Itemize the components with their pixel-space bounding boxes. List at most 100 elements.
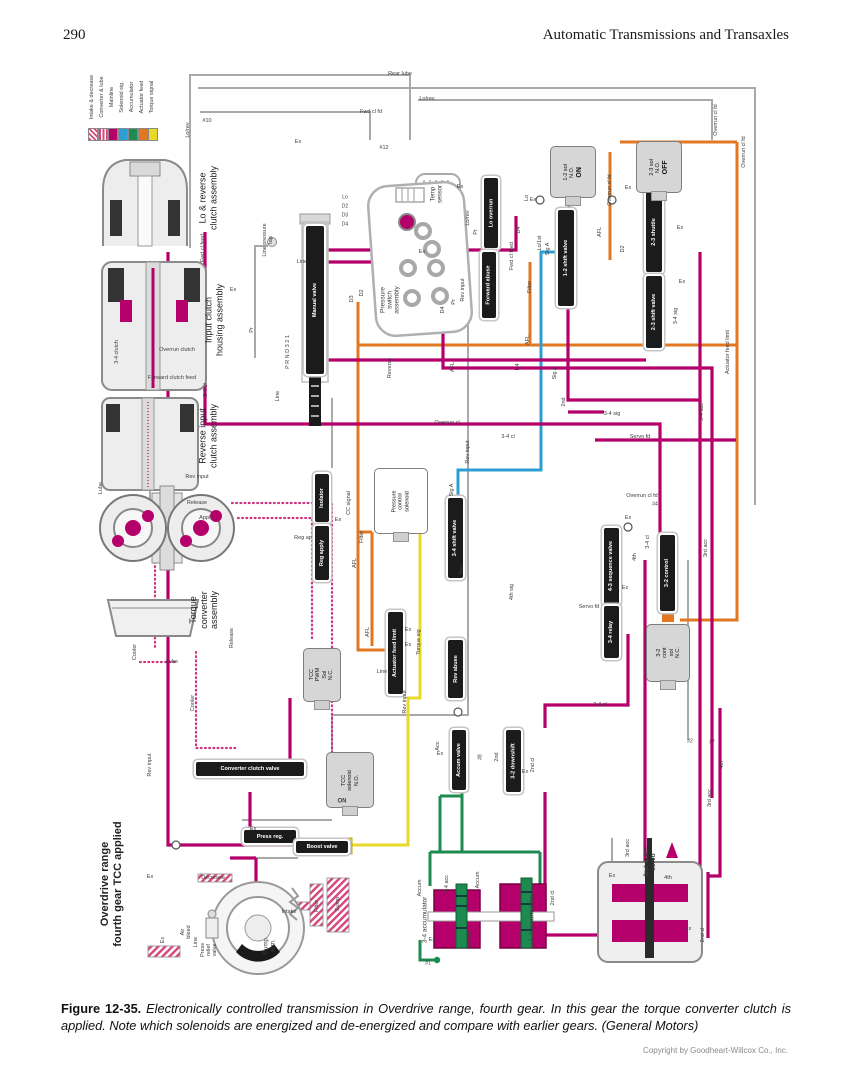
pipe-label: 3-4 cl [501, 433, 515, 440]
pipe-label: Ex [294, 138, 302, 145]
pipe-label: Lo/1st [536, 235, 543, 251]
pipe-label: Ex [529, 196, 537, 203]
pipe-label: #4 [652, 501, 658, 508]
pipe-label: Ex [229, 286, 237, 293]
pipe-label: Overrun cl [434, 419, 460, 426]
pipe-label: Ex [249, 825, 257, 832]
pipe-label: Overrun clutch [159, 346, 195, 353]
pipe-label: Press relief valve [199, 942, 219, 958]
valve-label: Converter clutch valve [220, 766, 280, 772]
pipe-label: Filter [313, 899, 320, 913]
pipe-label: 3-4 cl [644, 535, 651, 549]
pipe-label: Rev [458, 565, 465, 575]
pipe-label: Rev input [459, 278, 466, 302]
valve-label: Actuator feed limit [392, 628, 399, 678]
legend-label: Actuator feed [138, 80, 145, 114]
pipe-label: D3 [341, 212, 349, 219]
valve-label: Manual valve [312, 282, 318, 318]
pipe-label: Ex [521, 768, 529, 775]
pipe-label: Apply [199, 514, 213, 521]
pipe-label: Pressure switch assembly [379, 286, 401, 314]
pipe-label: Line [376, 668, 388, 675]
pipe-label: Actuator feed limit [724, 329, 731, 375]
valve-rev-abuse: Rev abuse [448, 640, 463, 698]
pipe-label: 2nd cl [529, 757, 536, 773]
valve-label: 2-3 shift valve [651, 293, 658, 331]
pipe-label: 3-4 cl [202, 383, 209, 397]
pipe-label: AFL [524, 334, 531, 346]
solenoid-state: ON [575, 166, 583, 178]
pipe-label: 4th [631, 553, 638, 561]
pipe-label: Overrun cl fd [626, 492, 658, 499]
page-number: 290 [63, 27, 86, 43]
pipe-label: #10 [202, 117, 212, 124]
valve-accum-valve: Accum valve [452, 730, 466, 790]
pipe-label: Pr [472, 229, 479, 235]
valve-label: Forward abuse [486, 265, 492, 305]
pipe-label: Pr [248, 327, 255, 333]
valve-1-2-shift-valve: 1-2 shift valve [558, 210, 574, 306]
pipe-label: 2nd [493, 752, 500, 762]
pipe-label: D4 [514, 363, 521, 371]
pipe-label: #7 [709, 739, 715, 746]
valve-manual-valve: Manual valve [306, 226, 324, 374]
legend-swatch [148, 128, 158, 141]
valve-forward-abuse: Forward abuse [482, 252, 496, 318]
pipe-label: Ex [624, 514, 632, 521]
valve-lo-overrun: Lo overrun [484, 178, 498, 248]
valve-press-reg-: Press reg. [244, 830, 296, 843]
valve-3-4-shift-valve: 3-4 shift valve [448, 498, 463, 578]
valve-4-3-sequence-valve: 4-3 sequence valve [604, 528, 619, 604]
valve-3-2-downshift: 3-2 downshift [506, 730, 521, 792]
pipe-label: Decrease [201, 874, 225, 881]
pipe-label: 1-2 accumulator [528, 894, 536, 942]
legend-label: Torque signal [148, 80, 155, 114]
pipe-label: Overrun cl fd [606, 174, 613, 206]
pipe-label: Line pressure tap [261, 223, 274, 257]
valve-converter-clutch-valve: Converter clutch valve [196, 762, 304, 776]
valve-boost-valve: Boost valve [296, 841, 348, 853]
pipe-label: 4th sig [508, 583, 515, 601]
accumulator-pipes [418, 792, 542, 962]
valve-label: 3-4 shift valve [452, 519, 459, 557]
pipe-label: Rev input [401, 690, 408, 714]
actuator-feed-pipes [356, 140, 739, 652]
valve-label: 3-2 downshift [510, 743, 517, 779]
pipe-label: Release [228, 627, 235, 649]
valve-2-3-shuttle: 2-3 shuttle [646, 192, 662, 272]
pipe-label: Acc [434, 741, 441, 751]
pipe-label: Lo/rev [464, 210, 471, 226]
figure-caption: Figure 12-35. Electronically controlled … [61, 1001, 791, 1035]
assembly-label: Overdrive range fourth gear TCC applied [99, 821, 124, 947]
pipe-label: 3rd acc [624, 838, 631, 858]
pipe-label: Fwd cl feed [199, 233, 206, 263]
pipe-label: Ex [624, 184, 632, 191]
pipe-label: Rear lube [388, 70, 412, 77]
legend-label: Mainline [108, 86, 115, 108]
valve-actuator-feed-limit: Actuator feed limit [388, 612, 403, 694]
solenoid-state: OFF [661, 160, 669, 174]
pipe-label: Ex [456, 183, 464, 190]
pipe-label: Ex [621, 584, 629, 591]
valve-reg-apply: Reg apply [315, 526, 329, 580]
pipe-label: Ex [684, 925, 692, 932]
copyright-notice: Copyright by Goodheart-Willcox Co., Inc. [643, 1046, 788, 1055]
pipe-label: Temp sensor [430, 184, 443, 204]
pipe-label: Ex [159, 936, 166, 944]
legend-swatch [138, 128, 148, 141]
pipe-label: #2 [687, 738, 693, 745]
pipe-label: D4 [515, 226, 522, 234]
pipe-label: Ex [676, 224, 684, 231]
pipe-label: ON [337, 798, 347, 805]
pipe-label: 3-4 sig [672, 307, 679, 325]
valve-isolator: Isolator [315, 474, 329, 522]
pipe-label: 2nd cl [699, 927, 706, 943]
valve-label: Isolator [319, 488, 325, 508]
valve-label: 2-3 shuttle [651, 218, 658, 246]
legend-label: Converter & lube [98, 76, 105, 118]
